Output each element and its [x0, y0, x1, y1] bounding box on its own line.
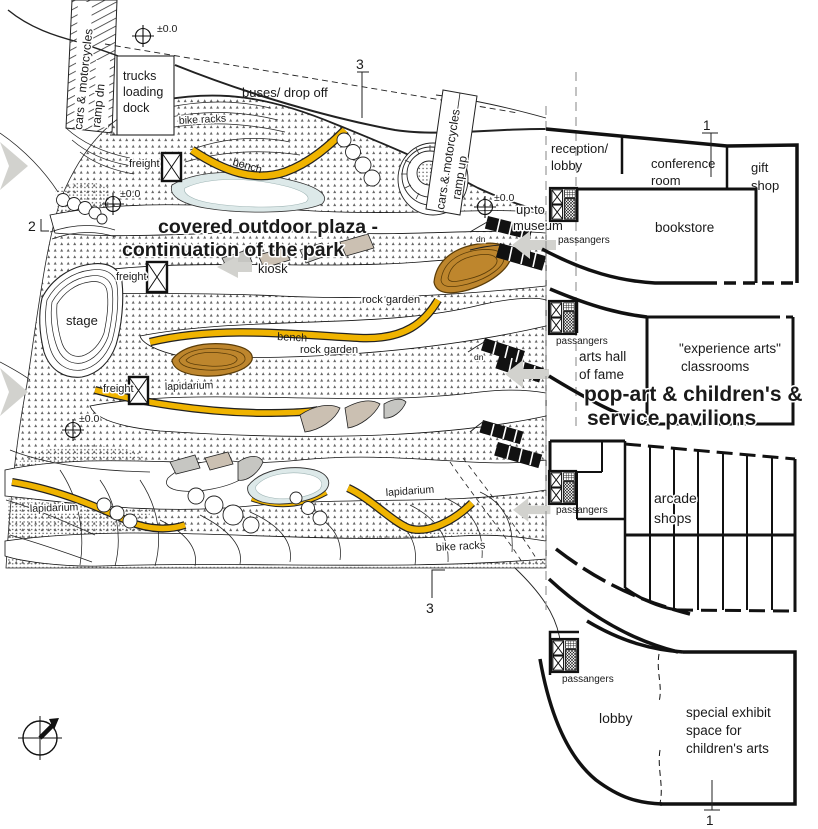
classrooms-label-2: classrooms — [681, 359, 750, 374]
freight-label-2: freight — [116, 271, 147, 283]
gift-shop-label-2: shop — [751, 178, 779, 193]
pond-lower — [247, 467, 330, 508]
section-1-top-label: 1 — [703, 118, 711, 133]
classrooms-label-1: "experience arts" — [679, 341, 781, 356]
rock-garden-label-1: rock garden — [362, 294, 420, 306]
plaza-title-1: covered outdoor plaza - — [158, 216, 378, 238]
stage-area — [39, 263, 124, 378]
arts-hall-label-2: of fame — [579, 367, 624, 382]
conference-label-1: conference — [651, 156, 715, 171]
entry-block-walls — [541, 127, 799, 285]
arcade-block-walls — [548, 439, 797, 613]
level-label-2: ±0.0 — [120, 188, 141, 200]
special-exhibit-label-3: children's arts — [686, 741, 769, 756]
tree-circles — [56, 132, 381, 534]
north-arrow-icon — [18, 716, 62, 760]
section-3-bottom-label: 3 — [426, 600, 434, 616]
level-marker-icon — [62, 25, 496, 441]
special-exhibit-label-2: space for — [686, 723, 742, 738]
level-label-4: ±0.0 — [79, 413, 100, 425]
section-3-bottom: 3 — [426, 569, 445, 616]
up-to-museum-label-1: up to — [516, 202, 545, 217]
ramp-down-band — [65, 0, 118, 134]
passengers-label-4: passangers — [562, 674, 614, 685]
dn-label-2: dn — [474, 352, 484, 362]
lapidarium-label-2: lapidarium — [385, 484, 434, 499]
dock-label-1: trucks — [123, 69, 156, 83]
level-label-1: ±0.0 — [157, 23, 178, 35]
section-3-top: 3 — [356, 56, 369, 118]
conference-label-2: room — [651, 173, 681, 188]
section-markers: 3 2 3 1 1 — [28, 56, 720, 828]
passengers-label-2: passangers — [556, 336, 608, 347]
lapidarium-label-1: lapidarium — [165, 379, 214, 393]
buses-label: buses/ drop off — [242, 85, 328, 100]
plaza-title-2: continuation of the park — [122, 239, 344, 261]
kiosk-label: kiosk — [258, 261, 288, 276]
bench-ribbon-2 — [148, 297, 442, 347]
terrace-lower — [171, 343, 253, 377]
passengers-label-3: passangers — [556, 505, 608, 516]
bench-label-2: bench — [277, 331, 308, 345]
reception-label-1: reception/ — [551, 141, 608, 156]
bike-racks-top-label: bike racks — [179, 113, 227, 127]
pavilions-title-1: pop-art & children's & — [584, 383, 803, 406]
level-label-3: ±0.0 — [494, 192, 515, 204]
lobby-label: lobby — [599, 710, 632, 726]
freight-label-3: freight — [103, 383, 134, 395]
dock-label-2: loading — [123, 85, 163, 99]
stage-label: stage — [66, 313, 98, 328]
bench-ribbon-4 — [11, 478, 187, 533]
ramp-down-label-2: ramp dn — [89, 83, 108, 128]
bike-racks-bottom-label: bike racks — [436, 539, 487, 554]
walkway-curves — [547, 547, 691, 654]
gift-shop-label-1: gift — [751, 160, 769, 175]
ramp-up-band — [425, 89, 478, 216]
special-exhibit-label-1: special exhibit — [686, 705, 771, 720]
section-2-label: 2 — [28, 218, 36, 234]
arts-hall-label-1: arts hall — [579, 349, 626, 364]
section-1-top: 1 — [702, 118, 718, 177]
arcade-label-1: arcade — [654, 490, 697, 506]
reception-label-2: lobby — [551, 158, 583, 173]
freight-label-1: freight — [129, 158, 160, 170]
dn-label-1: dn — [476, 234, 486, 244]
section-3-top-label: 3 — [356, 56, 364, 72]
section-1-bottom-label: 1 — [706, 813, 714, 828]
passengers-label-1: passangers — [558, 235, 610, 246]
building-labels: reception/ lobby conference room gift sh… — [551, 141, 804, 756]
loading-dock — [110, 55, 175, 136]
dock-label-3: dock — [123, 101, 150, 115]
lapidarium-label-3: lapidarium — [30, 501, 79, 515]
museum-building — [538, 72, 799, 806]
section-1-bottom: 1 — [704, 780, 720, 828]
bookstore-label: bookstore — [655, 220, 714, 235]
garden-pavers — [169, 398, 407, 481]
rock-garden-label-2: rock garden — [300, 344, 358, 356]
freight-shaft-icon — [127, 151, 183, 406]
plaza-arrow-icon — [217, 256, 252, 278]
bench-ribbon-5 — [346, 484, 476, 534]
section-2: 2 — [28, 218, 49, 234]
arcade-label-2: shops — [654, 510, 691, 526]
lobby-block-walls — [538, 619, 797, 806]
direction-arrow-icon — [0, 142, 556, 522]
bench-ribbon-1 — [189, 126, 349, 181]
pavilions-title-2: service pavilions — [587, 407, 756, 430]
